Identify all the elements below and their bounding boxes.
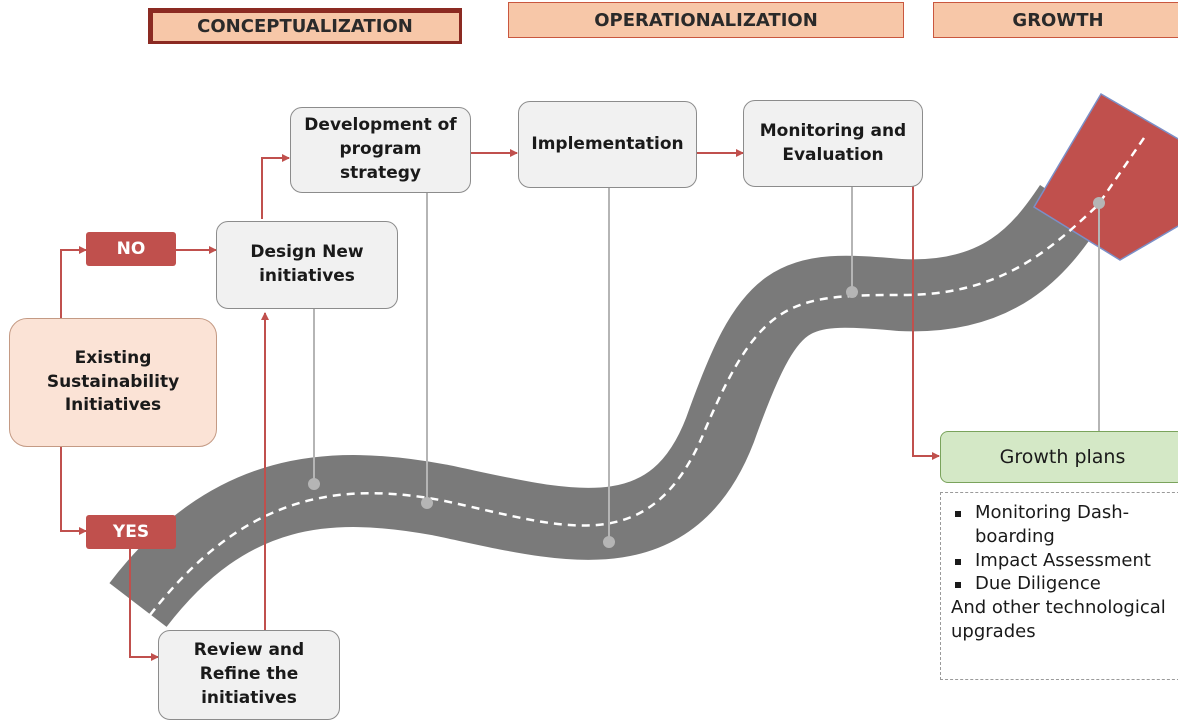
growth-details-box: Monitoring Dash-boarding Impact Assessme… (940, 492, 1178, 680)
review-refine-box: Review and Refine the initiatives (158, 630, 340, 720)
growth-detail-item: Impact Assessment (951, 549, 1178, 573)
flow-arrows (60, 149, 940, 661)
phase-conceptualization: CONCEPTUALIZATION (148, 8, 462, 44)
growth-details-list: Monitoring Dash-boarding Impact Assessme… (951, 501, 1178, 596)
phase-operationalization: OPERATIONALIZATION (508, 2, 904, 38)
growth-details-footer: And other technological upgrades (951, 597, 1166, 642)
yes-tag: YES (86, 515, 176, 549)
no-tag: NO (86, 232, 176, 266)
growth-detail-item: Monitoring Dash-boarding (951, 501, 1178, 549)
program-strategy-box: Development of program strategy (290, 107, 471, 193)
implementation-box: Implementation (518, 101, 697, 188)
road-end-segment (1032, 92, 1178, 261)
monitoring-evaluation-box: Monitoring and Evaluation (743, 100, 923, 187)
growth-plans-box: Growth plans (940, 431, 1178, 483)
existing-initiatives-box: Existing Sustainability Initiatives (9, 318, 217, 447)
phase-growth: GROWTH (933, 2, 1178, 38)
connectors (308, 182, 1105, 548)
growth-detail-item: Due Diligence (951, 572, 1178, 596)
road-lane-marking (149, 134, 1148, 616)
design-new-initiatives-box: Design New initiatives (216, 221, 398, 309)
